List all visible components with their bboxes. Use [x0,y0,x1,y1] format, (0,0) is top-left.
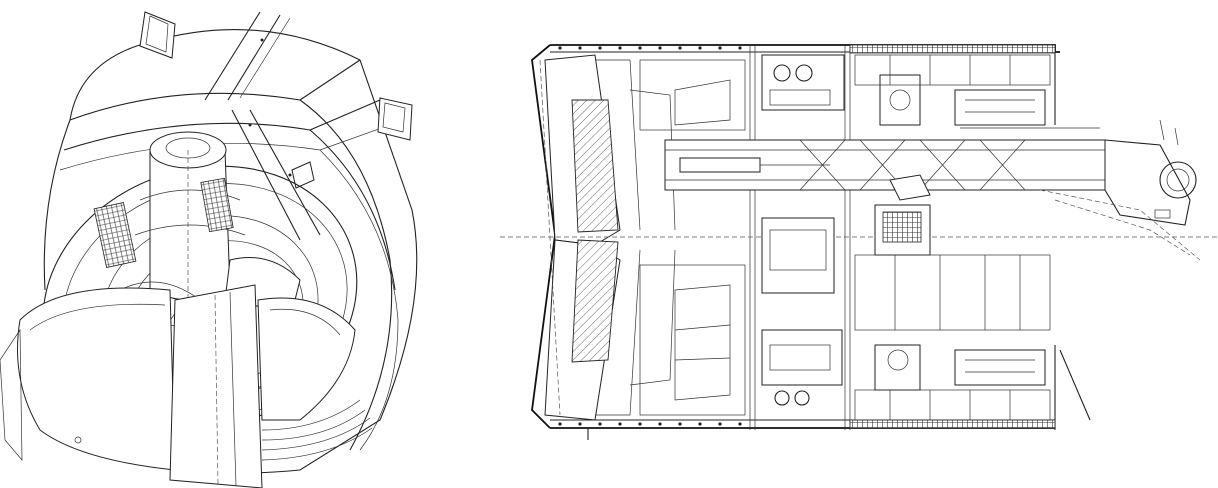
section-drawing [500,44,1218,440]
cutterhead [500,54,1218,421]
lower-equipment [639,204,1091,421]
cutter-flaps [0,284,356,488]
lower-rings [261,399,373,461]
gripper-fins [139,11,413,189]
central-drum [93,131,301,331]
isometric-view [0,0,470,488]
outer-shell [531,44,1060,430]
bolt-row-bottom [558,422,742,440]
central-beam [664,119,1201,261]
upper-equipment [639,54,1100,131]
longitudinal-section-view [500,0,1218,488]
isometric-drawing [0,11,418,488]
bolt-row-top [558,46,742,50]
